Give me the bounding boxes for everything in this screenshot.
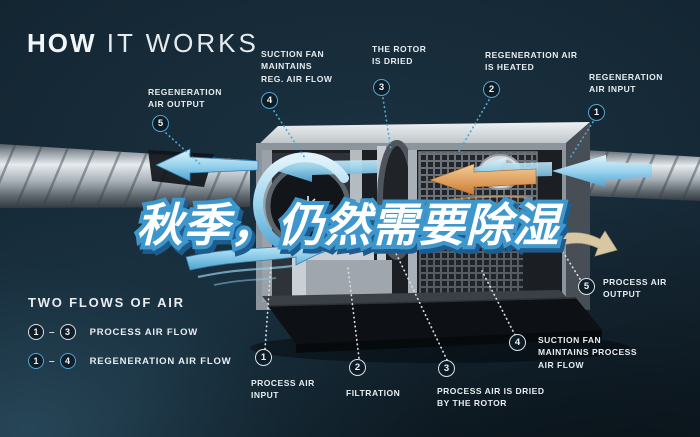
leader-process-3 bbox=[392, 246, 448, 361]
airflow-arrows bbox=[155, 148, 652, 286]
title-bold: HOW bbox=[27, 28, 97, 58]
callout-label-process-dried: PROCESS AIR IS DRIED BY THE ROTOR bbox=[437, 386, 545, 409]
leader-regen-3 bbox=[382, 97, 392, 151]
legend-two-flows: TWO FLOWS OF AIR 1 – 3 PROCESS AIR FLOW … bbox=[28, 295, 231, 382]
leader-lines bbox=[165, 97, 594, 361]
leader-regen-5 bbox=[165, 132, 201, 165]
title-light: IT WORKS bbox=[96, 28, 259, 58]
callout-badge-process-3: 3 bbox=[438, 360, 455, 377]
leader-process-1 bbox=[264, 263, 272, 350]
legend-dash: – bbox=[49, 326, 55, 338]
callout-badge-process-5: 5 bbox=[578, 278, 595, 295]
callout-badge-process-1: 1 bbox=[255, 349, 272, 366]
legend-row-regeneration: 1 – 4 REGENERATION AIR FLOW bbox=[28, 353, 231, 369]
leader-process-2 bbox=[347, 267, 360, 359]
leader-process-5 bbox=[562, 251, 581, 280]
callout-label-process-suction-fan: SUCTION FAN MAINTAINS PROCESS AIR FLOW bbox=[538, 335, 638, 370]
callout-badge-regen-3: 3 bbox=[373, 79, 390, 96]
process-output-arrow bbox=[547, 230, 618, 257]
callout-label-regen-suction-fan: SUCTION FAN MAINTAINS REG. AIR FLOW bbox=[261, 49, 333, 84]
callout-badge-process-2: 2 bbox=[349, 359, 366, 376]
regen-output-arrow bbox=[155, 148, 259, 182]
legend-title: TWO FLOWS OF AIR bbox=[28, 295, 185, 310]
leader-regen-4 bbox=[273, 110, 306, 159]
legend-badge-regen-from: 1 bbox=[28, 353, 44, 369]
chinese-slogan-overlay: 秋季，仍然需要除湿 秋季，仍然需要除湿 bbox=[133, 194, 572, 261]
callout-label-filtration: FILTRATION bbox=[346, 388, 401, 398]
legend-dash: – bbox=[49, 355, 55, 367]
legend-row-process: 1 – 3 PROCESS AIR FLOW bbox=[28, 324, 231, 340]
callout-label-regen-output: REGENERATION AIR OUTPUT bbox=[148, 87, 222, 110]
leader-process-4 bbox=[481, 270, 516, 336]
callout-label-rotor-dried: THE ROTOR IS DRIED bbox=[372, 44, 427, 67]
callout-badge-regen-4: 4 bbox=[261, 92, 278, 109]
fan-swirl-arrowhead bbox=[340, 206, 366, 232]
base-plinth bbox=[267, 297, 602, 353]
slogan-shadow-text: 秋季，仍然需要除湿 bbox=[140, 202, 568, 256]
fan-swirl-arrow bbox=[253, 152, 355, 257]
legend-badge-process-from: 1 bbox=[28, 324, 44, 340]
callout-badge-regen-5: 5 bbox=[152, 115, 169, 132]
legend-label-process: PROCESS AIR FLOW bbox=[89, 326, 199, 338]
callout-badge-regen-2: 2 bbox=[483, 81, 500, 98]
slogan-text: 秋季，仍然需要除湿 bbox=[137, 198, 565, 252]
callout-label-regen-heated: REGENERATION AIR IS HEATED bbox=[485, 50, 578, 73]
legend-badge-regen-to: 4 bbox=[59, 353, 76, 369]
callout-badge-process-4: 4 bbox=[509, 334, 526, 351]
callout-label-process-output: PROCESS AIR OUTPUT bbox=[603, 277, 667, 300]
leader-regen-2 bbox=[457, 99, 490, 154]
legend-badge-process-to: 3 bbox=[59, 324, 76, 340]
lower-honeycomb bbox=[419, 240, 523, 294]
legend-label-regeneration: REGENERATION AIR FLOW bbox=[89, 355, 232, 367]
heated-air-arrow bbox=[429, 163, 537, 196]
regen-input-arrow bbox=[552, 155, 652, 187]
cabinet-top bbox=[256, 122, 590, 147]
callout-badge-regen-1: 1 bbox=[588, 104, 605, 121]
callout-label-regen-input: REGENERATION AIR INPUT bbox=[589, 72, 663, 95]
process-input-arrow bbox=[185, 236, 325, 271]
callout-label-process-input: PROCESS AIR INPUT bbox=[251, 378, 315, 401]
fan-hub-icon bbox=[298, 196, 318, 216]
page-title: HOW IT WORKS bbox=[27, 28, 259, 59]
leader-regen-1 bbox=[569, 121, 594, 159]
